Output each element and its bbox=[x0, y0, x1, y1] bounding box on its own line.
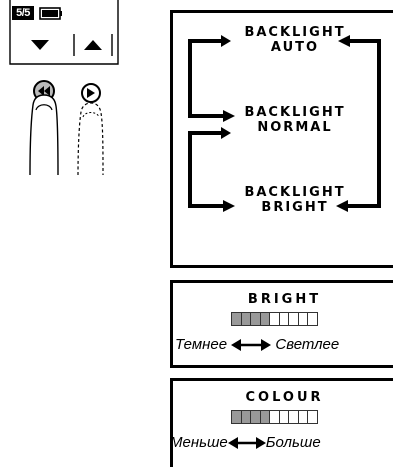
backlight-cycle-panel: BACKLIGHT AUTO BACKLIGHT NORMAL BACKLIGH… bbox=[170, 10, 393, 268]
arrow-head-icon bbox=[223, 200, 235, 212]
more-label: Больше bbox=[265, 434, 321, 451]
arrow-head-icon bbox=[221, 35, 231, 47]
darker-label: Темнее bbox=[175, 336, 228, 353]
bright-level-bar bbox=[231, 312, 318, 326]
lighter-label: Светлее bbox=[275, 336, 340, 353]
bright-range-row: Темнее Светлее bbox=[175, 336, 339, 353]
page-indicator: 5/5 bbox=[12, 6, 34, 20]
triangle-up-icon[interactable] bbox=[84, 40, 102, 50]
backlight-auto-label: BACKLIGHT AUTO bbox=[244, 25, 346, 55]
bright-setting-panel: BRIGHT Темнее Светлее bbox=[170, 280, 393, 368]
arrow-head-icon bbox=[221, 127, 231, 139]
bright-title: BRIGHT bbox=[247, 292, 322, 307]
arrow-head-icon bbox=[338, 35, 350, 47]
colour-title: COLOUR bbox=[245, 390, 324, 405]
remote-control-illustration bbox=[9, 0, 119, 176]
triangle-down-icon[interactable] bbox=[31, 40, 49, 50]
double-arrow-icon bbox=[227, 437, 266, 450]
arrow-head-icon bbox=[336, 200, 348, 212]
colour-setting-panel: COLOUR Меньше Больше bbox=[170, 378, 393, 467]
backlight-normal-label: BACKLIGHT NORMAL bbox=[244, 105, 346, 135]
double-arrow-icon bbox=[231, 339, 272, 352]
level-segment bbox=[307, 410, 318, 424]
backlight-cycle-arrows bbox=[188, 35, 381, 212]
backlight-bright-label: BACKLIGHT BRIGHT bbox=[244, 185, 346, 215]
less-label: Меньше bbox=[170, 434, 228, 451]
arrow-head-icon bbox=[223, 110, 235, 122]
colour-range-row: Меньше Больше bbox=[170, 434, 321, 451]
colour-level-bar bbox=[231, 410, 318, 424]
level-segment bbox=[307, 312, 318, 326]
play-button-icon[interactable] bbox=[81, 83, 101, 103]
